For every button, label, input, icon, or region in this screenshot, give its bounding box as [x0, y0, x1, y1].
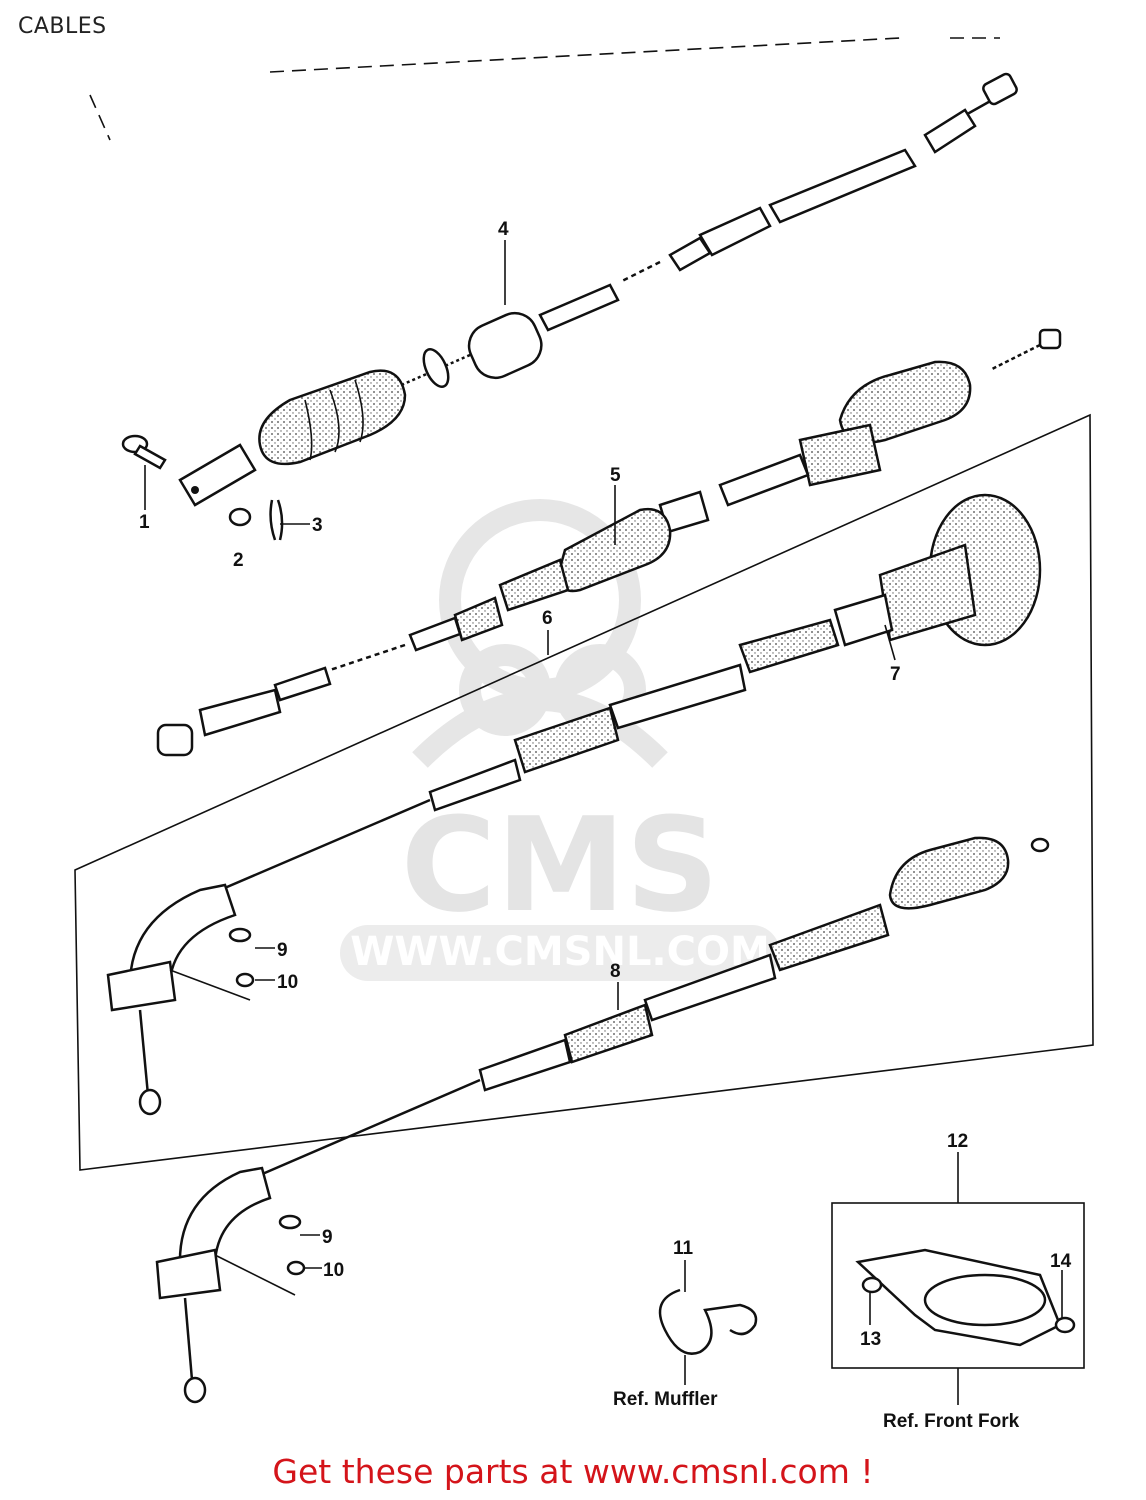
callout-6: 6 [542, 608, 553, 629]
clamp-12 [855, 1248, 1076, 1347]
ref-muffler: Ref. Muffler [613, 1389, 718, 1410]
page-title: CABLES [18, 14, 107, 39]
group-box-6-7 [74, 413, 1094, 1171]
pin-3 [269, 499, 284, 541]
callout-8: 8 [610, 961, 621, 982]
watermark: CMS WWW.CMSNL.COM [340, 499, 780, 981]
bolt-1 [121, 434, 167, 470]
watermark-site: WWW.CMSNL.COM [350, 929, 770, 975]
callout-12: 12 [947, 1131, 968, 1152]
ref-front-fork: Ref. Front Fork [883, 1411, 1020, 1432]
callout-11: 11 [673, 1238, 694, 1259]
callout-2: 2 [233, 550, 244, 571]
callouts: 1 2 3 4 5 6 7 8 9 10 9 10 11 12 13 14 [139, 219, 1072, 1350]
callout-9b: 9 [322, 1227, 333, 1248]
callout-1: 1 [139, 512, 150, 533]
callout-7: 7 [890, 664, 901, 685]
callout-5: 5 [610, 465, 621, 486]
watermark-brand: CMS [401, 789, 719, 941]
callout-4: 4 [498, 219, 509, 240]
cable-4 [178, 72, 1018, 507]
callout-13: 13 [860, 1329, 881, 1350]
callout-9a: 9 [277, 940, 288, 961]
callout-14: 14 [1050, 1251, 1072, 1272]
callout-3: 3 [312, 515, 323, 536]
cable-6-7 [106, 493, 1042, 1116]
washer-2 [228, 507, 252, 527]
callout-10b: 10 [323, 1260, 344, 1281]
cable-8 [155, 836, 1050, 1404]
callout-10a: 10 [277, 972, 298, 993]
cable-5 [156, 328, 1062, 757]
footer-cta[interactable]: Get these parts at www.cmsnl.com ! [272, 1452, 874, 1491]
leader-lines [144, 240, 1063, 1405]
clip-11 [658, 1288, 758, 1355]
watermark-banner [340, 925, 780, 981]
watermark-mascot-icon [412, 499, 668, 768]
